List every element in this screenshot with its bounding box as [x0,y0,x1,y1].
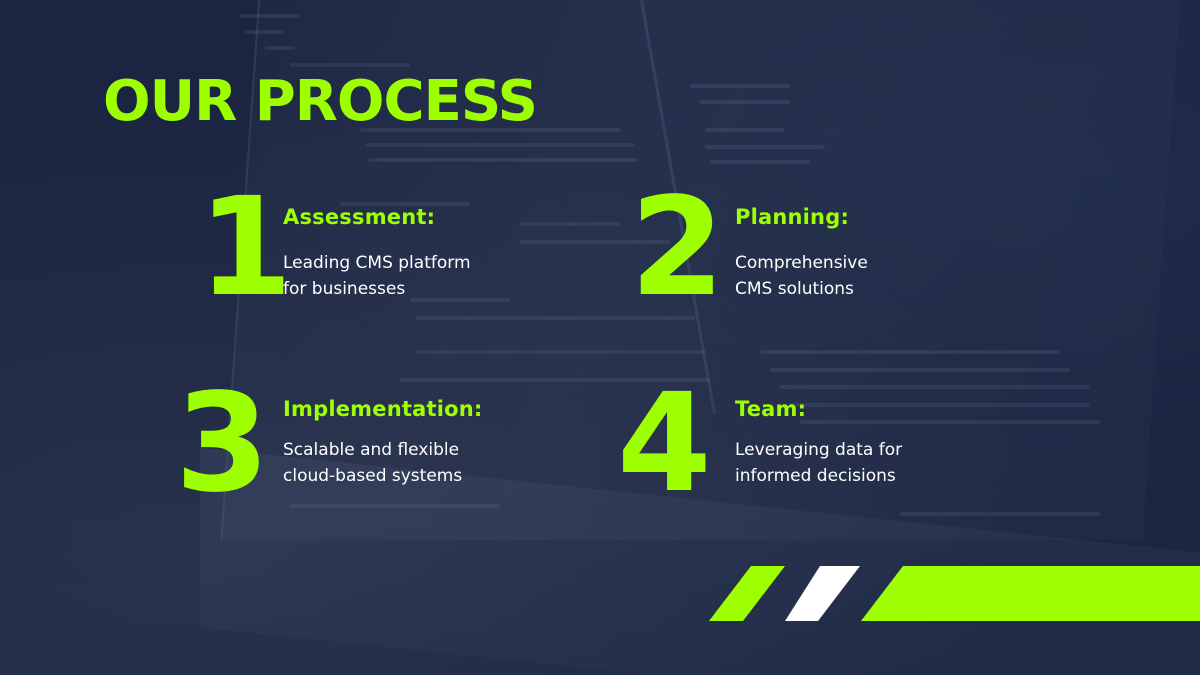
step-number: 2 [630,169,725,327]
step-number: 4 [617,365,712,523]
step-heading: Team: [735,397,807,421]
step-number: 3 [175,365,270,523]
step-description-line: Scalable and flexible [283,440,460,460]
step-description: Leading CMS platform for businesses [283,250,543,302]
step-description-line: Leading CMS platform [283,253,471,273]
step-description-line: cloud-based systems [283,466,463,486]
stripe-white [785,566,860,621]
step-heading: Planning: [735,205,850,229]
step-description-line: informed decisions [735,466,896,486]
step-number: 1 [198,169,293,327]
step-description-line: Leveraging data for [735,440,903,460]
step-heading: Implementation: [283,397,483,421]
stripe-green-long [861,566,1200,621]
step-description-line: CMS solutions [735,279,854,299]
stripe-green-small [709,566,785,621]
step-description: Leveraging data for informed decisions [735,437,995,489]
step-heading: Assessment: [283,205,436,229]
step-description-line: Comprehensive [735,253,868,273]
page-title: OUR PROCESS [103,69,538,134]
step-description-line: for businesses [283,279,406,299]
step-description: Comprehensive CMS solutions [735,250,995,302]
step-description: Scalable and flexible cloud-based system… [283,437,543,489]
